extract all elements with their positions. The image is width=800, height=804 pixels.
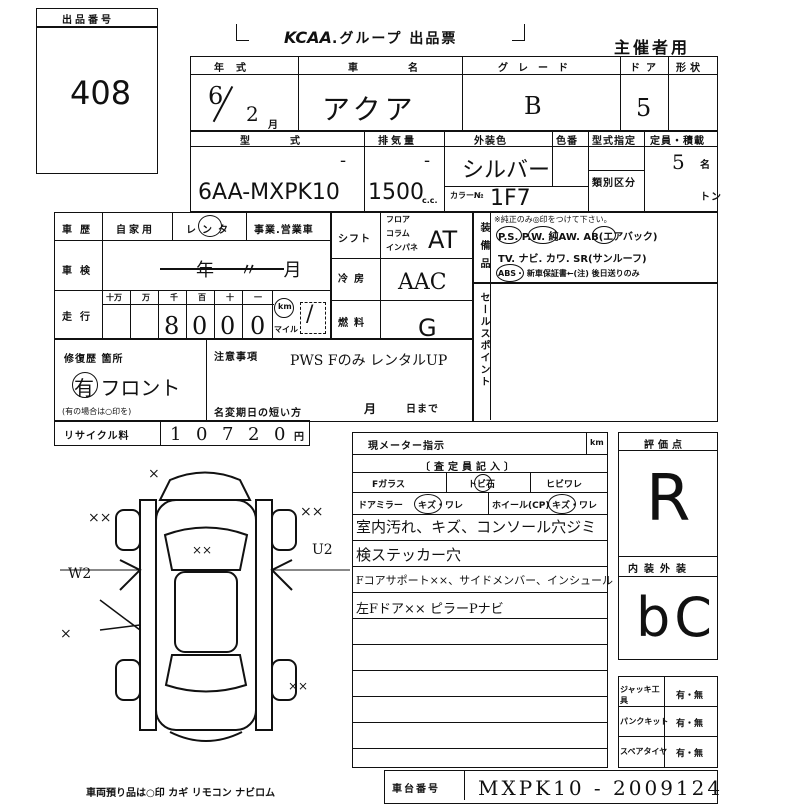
- car-damage-diagram: × ×× ×× W2 × U2 ×× ××: [60, 466, 350, 742]
- km-circle: [274, 298, 294, 318]
- notes-value: PWS Fのみ レンタルUP: [290, 353, 448, 369]
- inspection-value: 年 〃 月: [196, 260, 312, 281]
- shift-value: AT: [428, 226, 458, 254]
- damage-mark: W2: [68, 566, 91, 582]
- recycle-frame: [54, 420, 310, 446]
- ac-value: AAC: [398, 270, 447, 295]
- history-frame: [54, 212, 332, 340]
- footer-items: 車両預り品は○印 カギ リモコン ナビロム: [86, 788, 276, 799]
- row2-frame: [190, 130, 718, 212]
- ab-circle: [592, 226, 616, 244]
- damage-mark: ××: [288, 679, 308, 693]
- row1-frame: [190, 56, 718, 132]
- color-code-value: 1F7: [490, 186, 531, 211]
- specs-frame: [330, 212, 474, 340]
- mileage-digit: 0: [192, 312, 208, 340]
- interior-rating-value: bC: [636, 586, 716, 649]
- lot-number-box: [36, 8, 158, 174]
- color-value: シルバー: [462, 158, 551, 183]
- year-value-top: 6: [208, 82, 224, 110]
- rating-frame: [618, 432, 718, 660]
- car-name-value: アクア: [322, 93, 417, 126]
- doors-value: 5: [636, 94, 652, 122]
- rental-circle: [198, 215, 222, 237]
- model-value: 6AA-MXPK10: [198, 180, 340, 205]
- sales-point-frame: [472, 282, 718, 422]
- repair-notes-frame: [54, 338, 474, 422]
- pw-circle: [528, 226, 558, 244]
- chip-circle: [474, 474, 492, 492]
- rating-value: R: [646, 462, 691, 536]
- mile-checkbox: [300, 302, 326, 334]
- displacement-value: 1500: [368, 180, 424, 205]
- form-title: .グループ 出品票: [332, 31, 458, 47]
- damage-mark: ××: [88, 510, 111, 526]
- abs-circle: [496, 264, 524, 282]
- damage-mark: ××: [300, 504, 323, 520]
- chassis-value: MXPK10 - 2009124: [478, 776, 724, 800]
- damage-mark: ××: [192, 543, 212, 557]
- lot-number-value: 408: [70, 74, 132, 112]
- grade-value: B: [524, 92, 542, 120]
- repair-circle: [72, 372, 98, 398]
- corner-marks: [236, 24, 249, 41]
- damage-mark: ×: [148, 466, 160, 482]
- inspector-frame: [352, 432, 608, 768]
- tools-frame: [618, 676, 718, 768]
- organizer-label: 主催者用: [614, 38, 691, 57]
- equipment-frame: [472, 212, 718, 284]
- damage-mark: U2: [312, 542, 333, 558]
- ps-circle: [496, 226, 522, 244]
- inspector-comment: 室内汚れ、キズ、コンソール穴ジミ: [356, 518, 597, 536]
- mileage-digit: 8: [164, 312, 180, 340]
- capacity-value: 5: [672, 150, 685, 174]
- brand-logo: KCAA: [284, 28, 332, 47]
- damage-mark: ×: [60, 626, 72, 642]
- inspector-comment: 左Fドア×× ピラーPナビ: [356, 602, 504, 617]
- inspector-comment: Fコアサポート××、サイドメンバー、インシュール: [356, 574, 613, 587]
- mileage-digit: 0: [220, 312, 236, 340]
- lot-number-label: 出品番号: [62, 15, 114, 26]
- year-value-bottom: 2: [246, 102, 259, 126]
- mileage-digit: 0: [250, 312, 266, 340]
- mirror-damage-circle: [414, 494, 442, 514]
- inspector-comment: 検ステッカー穴: [356, 546, 462, 564]
- fuel-value: G: [418, 314, 437, 342]
- wheel-damage-circle: [548, 494, 576, 514]
